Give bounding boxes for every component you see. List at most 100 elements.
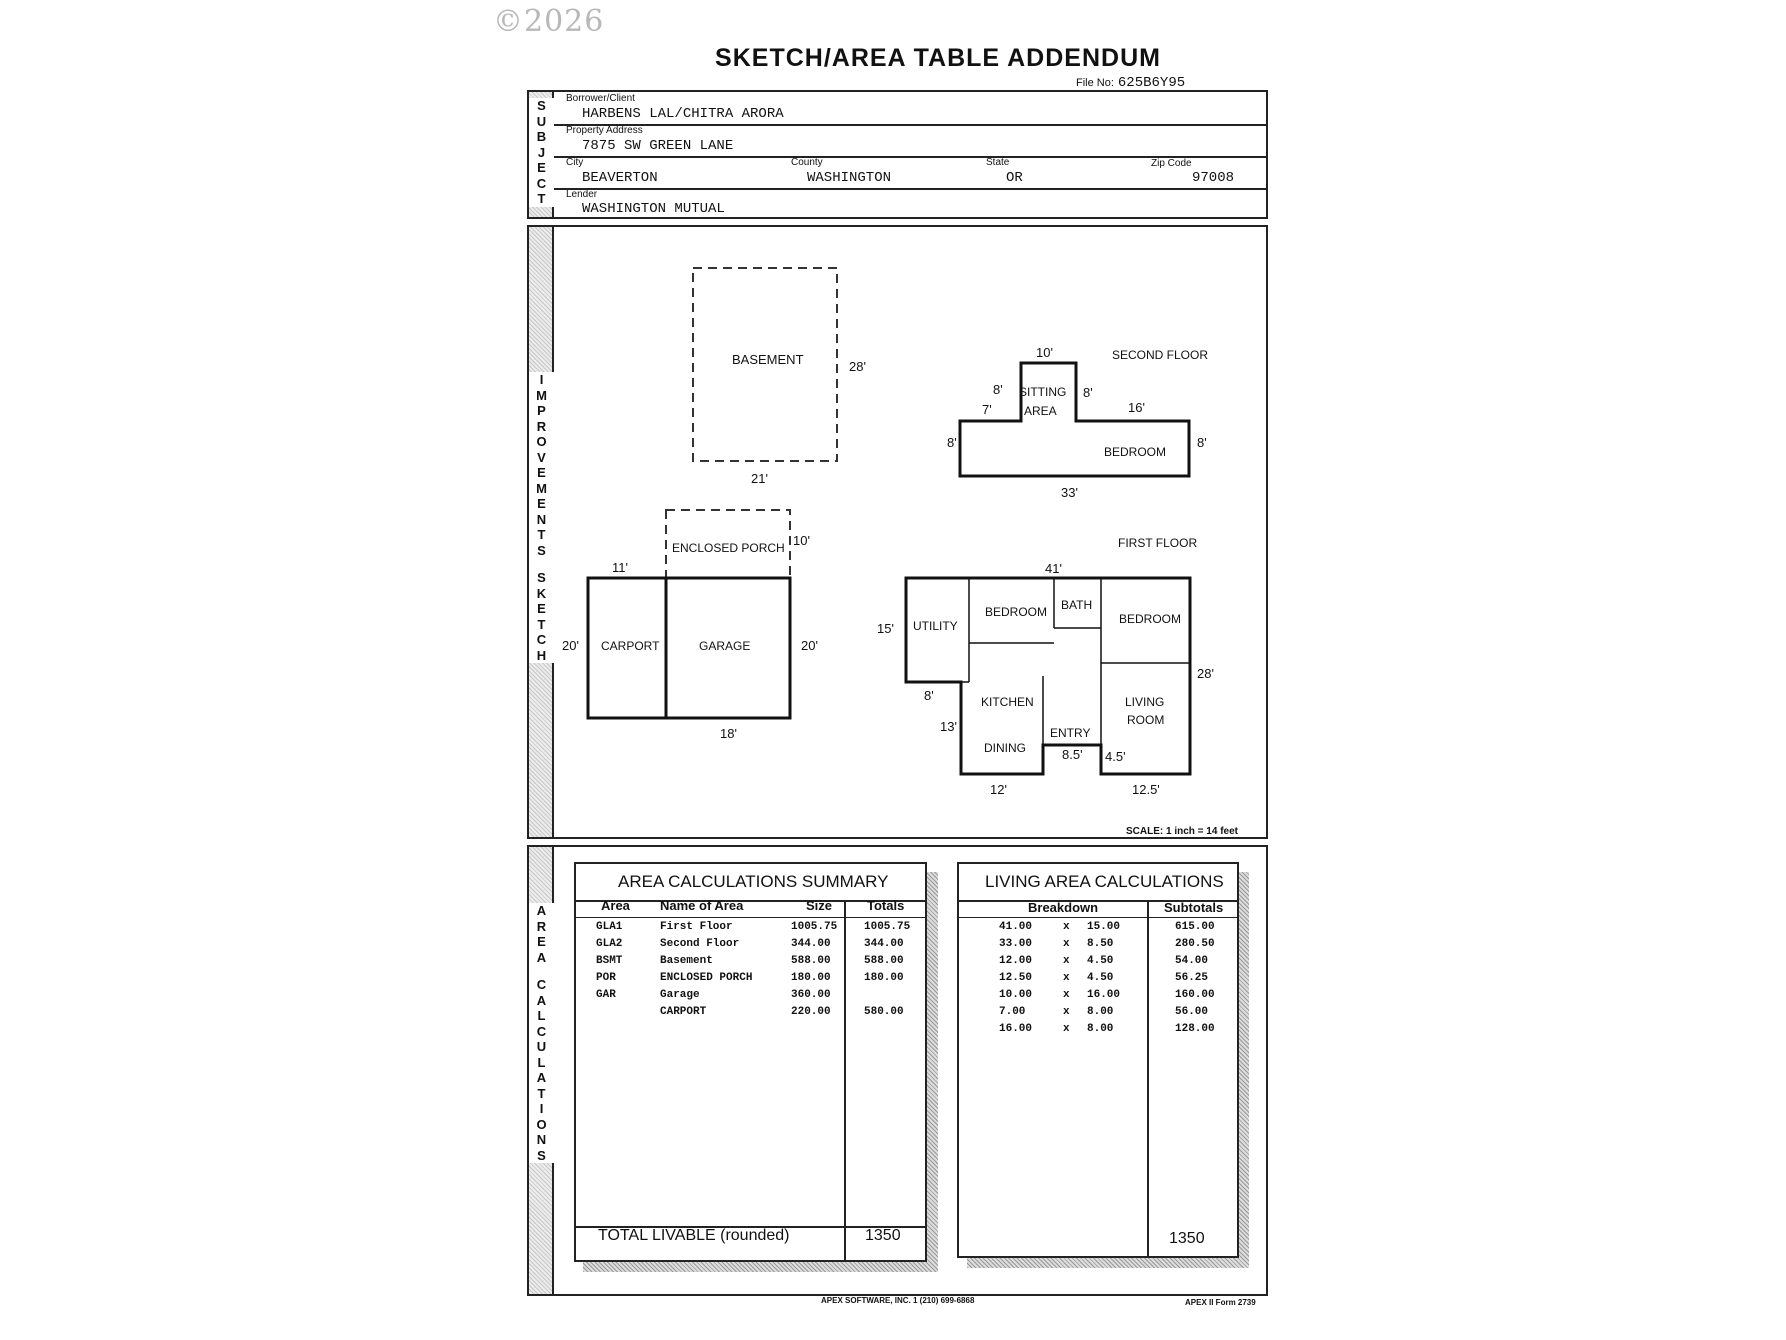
porch-outline — [665, 509, 791, 579]
summary-size-cell: 344.00 — [791, 938, 831, 950]
living-b-cell: 8.50 — [1087, 938, 1114, 950]
sf-top-dim: 10' — [1036, 345, 1053, 360]
living-a-cell: 10.00 — [999, 989, 1033, 1001]
city-row: City BEAVERTON County WASHINGTON State O… — [554, 156, 1266, 190]
living-sub-cell: 54.00 — [1175, 955, 1209, 967]
ff-entry-right-dim: 4.5' — [1105, 749, 1126, 764]
living-sub-cell: 56.00 — [1175, 1006, 1209, 1018]
address-label: Property Address — [566, 125, 643, 136]
summary-name-cell: Garage — [660, 989, 700, 1001]
total-livable-label: TOTAL LIVABLE (rounded) — [598, 1227, 790, 1244]
copyright-watermark: ©2026 — [493, 4, 605, 39]
living-x-cell: x — [1063, 938, 1070, 950]
living-area-table: LIVING AREA CALCULATIONS Breakdown Subto… — [957, 862, 1239, 1258]
living-b-cell: 15.00 — [1087, 921, 1121, 933]
summary-col-area: Area — [601, 898, 630, 913]
city-value: BEAVERTON — [582, 170, 658, 186]
summary-name-cell: First Floor — [660, 921, 733, 933]
bath-label: BATH — [1061, 598, 1092, 612]
sf-sit-right-dim: 8' — [1083, 385, 1093, 400]
porch-label: ENCLOSED PORCH — [672, 541, 785, 555]
sf-step-left-dim: 7' — [982, 402, 992, 417]
summary-name-cell: CARPORT — [660, 1006, 707, 1018]
bedroom2-label: BEDROOM — [1119, 612, 1181, 626]
summary-col-name: Name of Area — [660, 898, 744, 913]
living-x-cell: x — [1063, 921, 1070, 933]
living-sub-cell: 128.00 — [1175, 1023, 1215, 1035]
living-a-cell: 33.00 — [999, 938, 1033, 950]
garage-left-dim: 20' — [562, 638, 579, 653]
file-number-label: File No: — [1076, 77, 1114, 89]
living-a-cell: 16.00 — [999, 1023, 1033, 1035]
sf-left-dim: 8' — [947, 435, 957, 450]
ff-step-dim: 8' — [924, 688, 934, 703]
living-a-cell: 12.50 — [999, 972, 1033, 984]
county-value: WASHINGTON — [807, 170, 892, 186]
living-b-cell: 16.00 — [1087, 989, 1121, 1001]
summary-total-cell: 180.00 — [864, 972, 904, 984]
page-title: SKETCH/AREA TABLE ADDENDUM — [715, 44, 1161, 72]
summary-total-cell: 1005.75 — [864, 921, 911, 933]
garage-block-outline — [586, 576, 792, 720]
living-sub-cell: 56.25 — [1175, 972, 1209, 984]
second-floor-title: SECOND FLOOR — [1112, 348, 1208, 362]
living-b-cell: 4.50 — [1087, 972, 1114, 984]
summary-size-cell: 220.00 — [791, 1006, 831, 1018]
living-col-breakdown: Breakdown — [1028, 900, 1099, 915]
dining-label: DINING — [984, 741, 1026, 755]
address-row: Property Address 7875 SW GREEN LANE — [554, 124, 1266, 158]
living-sub-cell: 615.00 — [1175, 921, 1215, 933]
sf-bottom-dim: 33' — [1061, 485, 1078, 500]
second-floor-outline — [958, 361, 1191, 478]
carport-label: CARPORT — [601, 639, 660, 653]
lender-row: Lender WASHINGTON MUTUAL — [554, 188, 1266, 219]
borrower-row: Borrower/Client HARBENS LAL/CHITRA ARORA — [554, 92, 1266, 126]
summary-code-cell: GLA1 — [596, 921, 623, 933]
area-summary-table: AREA CALCULATIONS SUMMARY Area Name of A… — [574, 862, 927, 1262]
summary-name-cell: ENCLOSED PORCH — [660, 972, 753, 984]
city-label: City — [566, 157, 584, 168]
living-a-cell: 7.00 — [999, 1006, 1026, 1018]
living-label-2: ROOM — [1127, 713, 1164, 727]
living-a-cell: 12.00 — [999, 955, 1033, 967]
ff-bottom-right-dim: 12.5' — [1132, 782, 1160, 797]
living-a-cell: 41.00 — [999, 921, 1033, 933]
summary-code-cell: GAR — [596, 989, 616, 1001]
first-floor-title: FIRST FLOOR — [1118, 536, 1197, 550]
basement-height-dim: 28' — [849, 359, 866, 374]
carport-width-dim: 11' — [612, 560, 628, 575]
state-value: OR — [1006, 170, 1023, 186]
lender-label: Lender — [566, 189, 598, 200]
sf-bedroom-label: BEDROOM — [1104, 445, 1166, 459]
basement-width-dim: 21' — [751, 471, 768, 486]
entry-label: ENTRY — [1050, 726, 1090, 740]
summary-size-cell: 360.00 — [791, 989, 831, 1001]
footer-form: APEX II Form 2739 — [1185, 1298, 1256, 1307]
utility-label: UTILITY — [913, 619, 958, 633]
living-x-cell: x — [1063, 1023, 1070, 1035]
living-x-cell: x — [1063, 972, 1070, 984]
living-col-subtotals: Subtotals — [1164, 900, 1224, 915]
scale-note: SCALE: 1 inch = 14 feet — [1126, 826, 1239, 837]
summary-total-cell: 344.00 — [864, 938, 904, 950]
summary-name-cell: Basement — [660, 955, 713, 967]
ff-bottom-left-dim: 12' — [990, 782, 1007, 797]
living-sub-cell: 280.50 — [1175, 938, 1215, 950]
summary-size-cell: 588.00 — [791, 955, 831, 967]
living-b-cell: 8.00 — [1087, 1006, 1114, 1018]
sf-step-right-dim: 16' — [1128, 400, 1145, 415]
living-sub-cell: 160.00 — [1175, 989, 1215, 1001]
garage-bottom-dim: 18' — [720, 726, 737, 741]
living-total-value: 1350 — [1169, 1230, 1205, 1247]
sf-sit-left-dim: 8' — [993, 382, 1003, 397]
bedroom1-label: BEDROOM — [985, 605, 1047, 619]
summary-size-cell: 180.00 — [791, 972, 831, 984]
total-livable-value: 1350 — [865, 1227, 901, 1244]
living-b-cell: 8.00 — [1087, 1023, 1114, 1035]
sf-right-dim: 8' — [1197, 435, 1207, 450]
